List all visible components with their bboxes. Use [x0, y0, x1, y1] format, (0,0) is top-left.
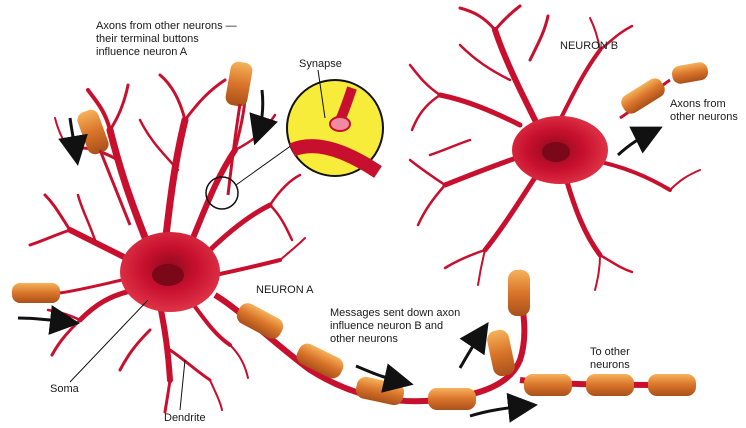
label-to-other-neurons: To other neurons	[590, 346, 630, 372]
arrow-down-axon-top	[258, 90, 263, 134]
neuron-b-nucleus	[542, 142, 570, 162]
arrow-up-to-neuron-b	[460, 332, 482, 368]
label-axons-from-other-neurons: Axons from other neurons — their termina…	[96, 20, 237, 59]
label-dendrite: Dendrite	[164, 412, 206, 425]
label-messages-sent: Messages sent down axon influence neuron…	[330, 307, 460, 346]
arrow-into-neuron-a	[18, 318, 68, 322]
label-neuron-a: NEURON A	[256, 284, 313, 297]
neuron-a-nucleus	[152, 264, 184, 286]
arrow-from-other-neurons-b	[618, 132, 652, 155]
label-synapse: Synapse	[299, 58, 342, 71]
label-soma: Soma	[50, 383, 79, 396]
arrow-to-other-neurons	[470, 406, 526, 416]
label-axons-from-other-neurons-b: Axons from other neurons	[670, 98, 738, 124]
label-neuron-b: NEURON B	[560, 40, 618, 53]
